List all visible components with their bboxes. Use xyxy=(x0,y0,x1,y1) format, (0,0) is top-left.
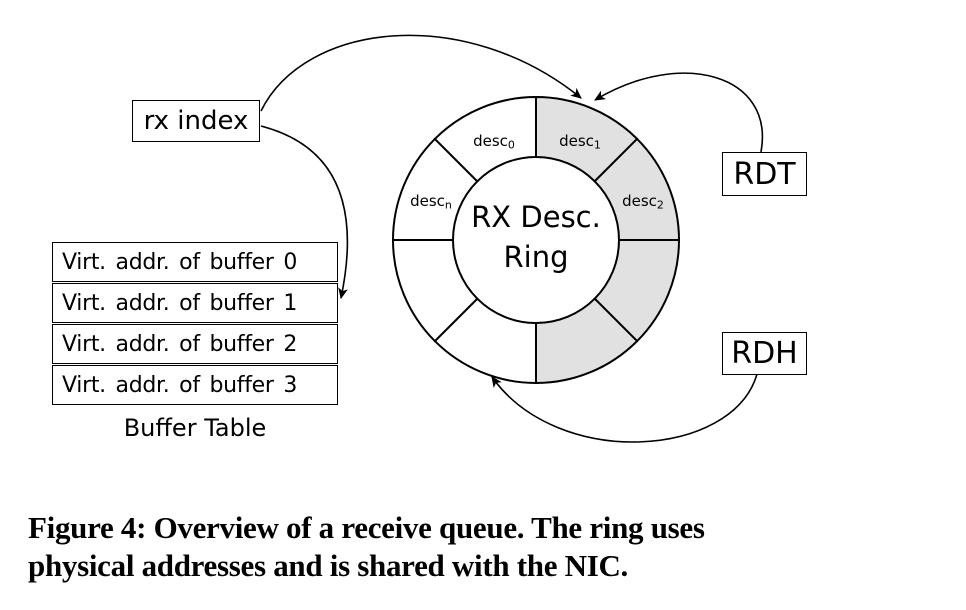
ring-segment-desc0 xyxy=(433,95,537,183)
arrow-rdh-to-ring-bottom xyxy=(491,373,758,443)
rx-index-label: rx index xyxy=(143,106,249,136)
ring-label-desc2: desc2 xyxy=(622,192,664,212)
ring-title-line1: RX Desc. xyxy=(471,200,601,234)
buffer-table-row: Virt. addr. of buffer 2 xyxy=(52,324,338,364)
figure-caption-line2: physical addresses and is shared with th… xyxy=(28,548,629,583)
arrow-rx-index-to-buffer-table xyxy=(260,125,349,300)
buffer-table-row: Virt. addr. of buffer 3 xyxy=(52,365,338,405)
ring-title-line2: Ring xyxy=(503,240,569,274)
ring-label-descn: descn xyxy=(410,192,452,212)
rdt-label: RDT xyxy=(733,156,796,192)
figure-caption: Figure 4: Overview of a receive queue. T… xyxy=(28,509,938,585)
ring-title: RX Desc. Ring xyxy=(446,197,626,277)
buffer-table-row: Virt. addr. of buffer 0 xyxy=(52,242,338,282)
rx-desc-ring xyxy=(391,95,681,385)
arrow-rdt-to-ring-top xyxy=(594,72,764,153)
rdt-box: RDT xyxy=(722,152,807,196)
buffer-table-row: Virt. addr. of buffer 1 xyxy=(52,283,338,323)
rx-index-box: rx index xyxy=(132,100,260,142)
buffer-table: Virt. addr. of buffer 0 Virt. addr. of b… xyxy=(52,242,338,406)
ring-label-desc1: desc1 xyxy=(559,132,601,152)
rdh-box: RDH xyxy=(722,332,807,375)
figure-caption-line1: Figure 4: Overview of a receive queue. T… xyxy=(28,510,705,545)
buffer-table-caption: Buffer Table xyxy=(123,414,267,442)
rdh-label: RDH xyxy=(731,336,798,371)
ring-label-desc0: desc0 xyxy=(473,132,515,152)
arrow-rx-index-to-ring-top xyxy=(260,34,582,112)
